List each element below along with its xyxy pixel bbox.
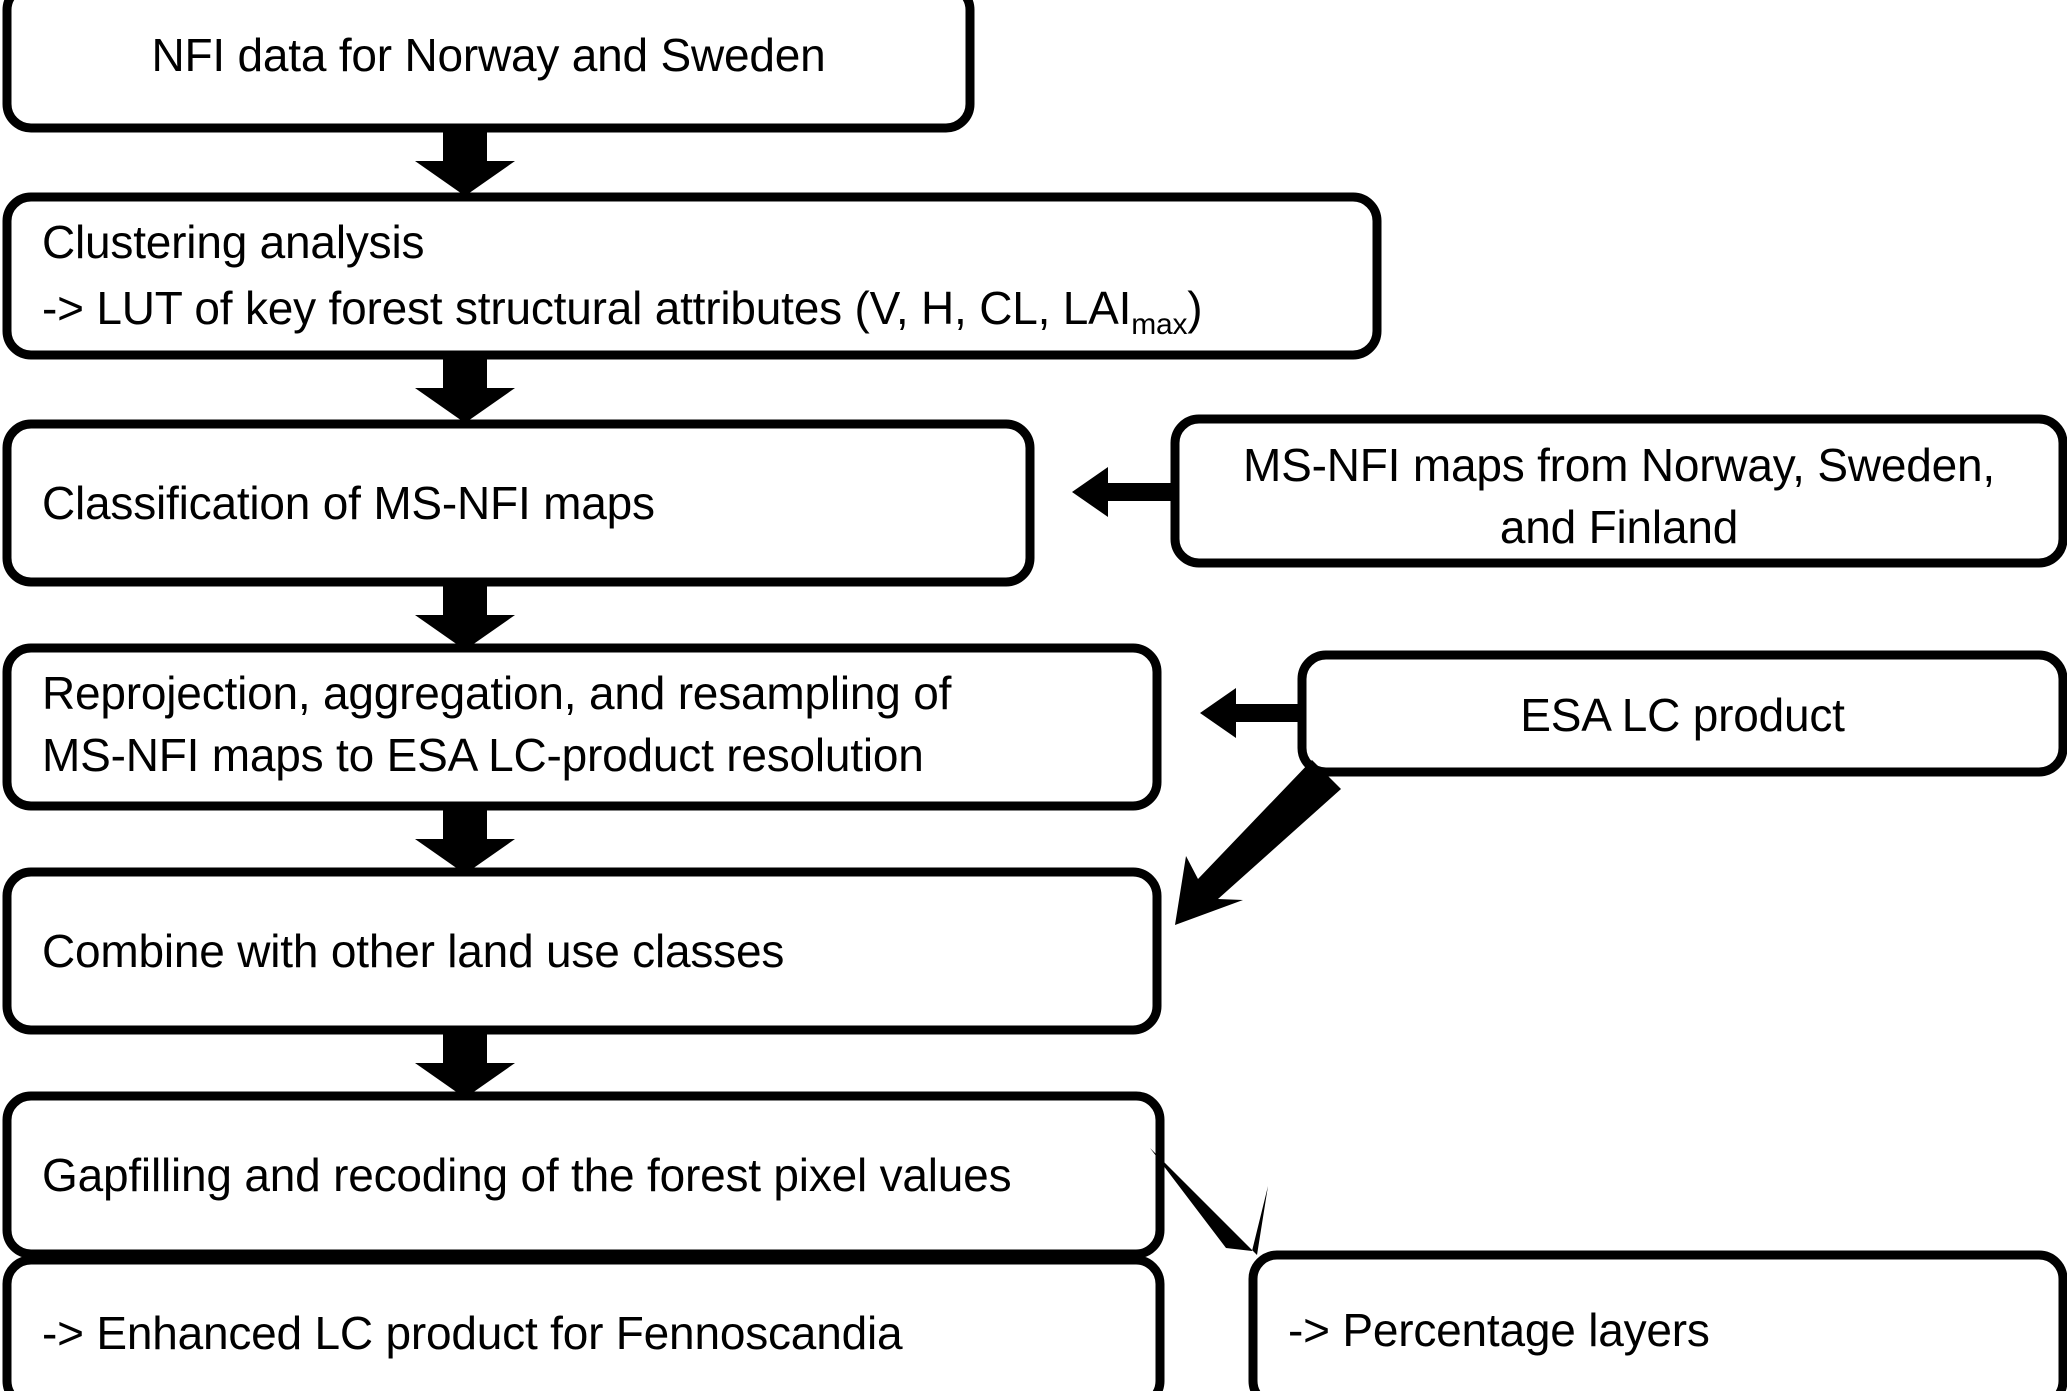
node-reprojection-line1: Reprojection, aggregation, and resamplin…: [42, 667, 952, 719]
node-nfi-data: [2, 0, 975, 133]
node-clustering-line2-subscript: max: [1131, 308, 1188, 342]
node-clustering-line2: -> LUT of key forest structural attribut…: [42, 277, 1203, 356]
arrow-nfi-to-clustering-icon: [415, 128, 515, 196]
arrow-clustering-to-classification-icon: [415, 355, 515, 423]
arrow-esa-to-combine-icon: [1175, 760, 1341, 925]
node-gapfilling: [2, 1091, 1165, 1259]
node-ms-nfi-maps-line1: MS-NFI maps from Norway, Sweden,: [1243, 439, 1995, 491]
node-enhanced-lc-label: -> Enhanced LC product for Fennoscandia: [42, 1307, 903, 1359]
node-percentage-layers-label: -> Percentage layers: [1288, 1304, 1710, 1356]
node-reprojection: [2, 643, 1162, 811]
arrow-reprojection-to-combine-icon: [415, 806, 515, 874]
node-ms-nfi-maps-line2: and Finland: [1499, 501, 1739, 553]
arrow-gapfilling-to-percentage-icon: [1150, 1148, 1268, 1255]
node-clustering-line2-pre: -> LUT of key forest structural attribut…: [42, 282, 1132, 334]
arrow-esa-to-reprojection-icon: [1200, 688, 1302, 738]
node-clustering: [2, 192, 1382, 360]
arrow-classification-to-reprojection-icon: [415, 582, 515, 650]
arrow-msnfi-to-classification-icon: [1072, 467, 1175, 517]
node-combine: [2, 867, 1162, 1035]
node-clustering-line1: Clustering analysis: [42, 216, 425, 268]
node-esa-lc-product-label: ESA LC product: [1520, 689, 1845, 741]
node-combine-label: Combine with other land use classes: [42, 925, 785, 977]
node-gapfilling-label: Gapfilling and recoding of the forest pi…: [42, 1149, 1012, 1201]
node-classification-label: Classification of MS-NFI maps: [42, 477, 655, 529]
node-reprojection-line2: MS-NFI maps to ESA LC-product resolution: [42, 729, 924, 781]
node-classification: [2, 419, 1035, 587]
node-percentage-layers: [1248, 1250, 2067, 1391]
arrow-combine-to-gapfilling-icon: [415, 1030, 515, 1098]
node-enhanced-lc: [2, 1255, 1165, 1391]
node-nfi-data-label: NFI data for Norway and Sweden: [151, 29, 826, 81]
node-clustering-line2-post: ): [1187, 282, 1203, 334]
